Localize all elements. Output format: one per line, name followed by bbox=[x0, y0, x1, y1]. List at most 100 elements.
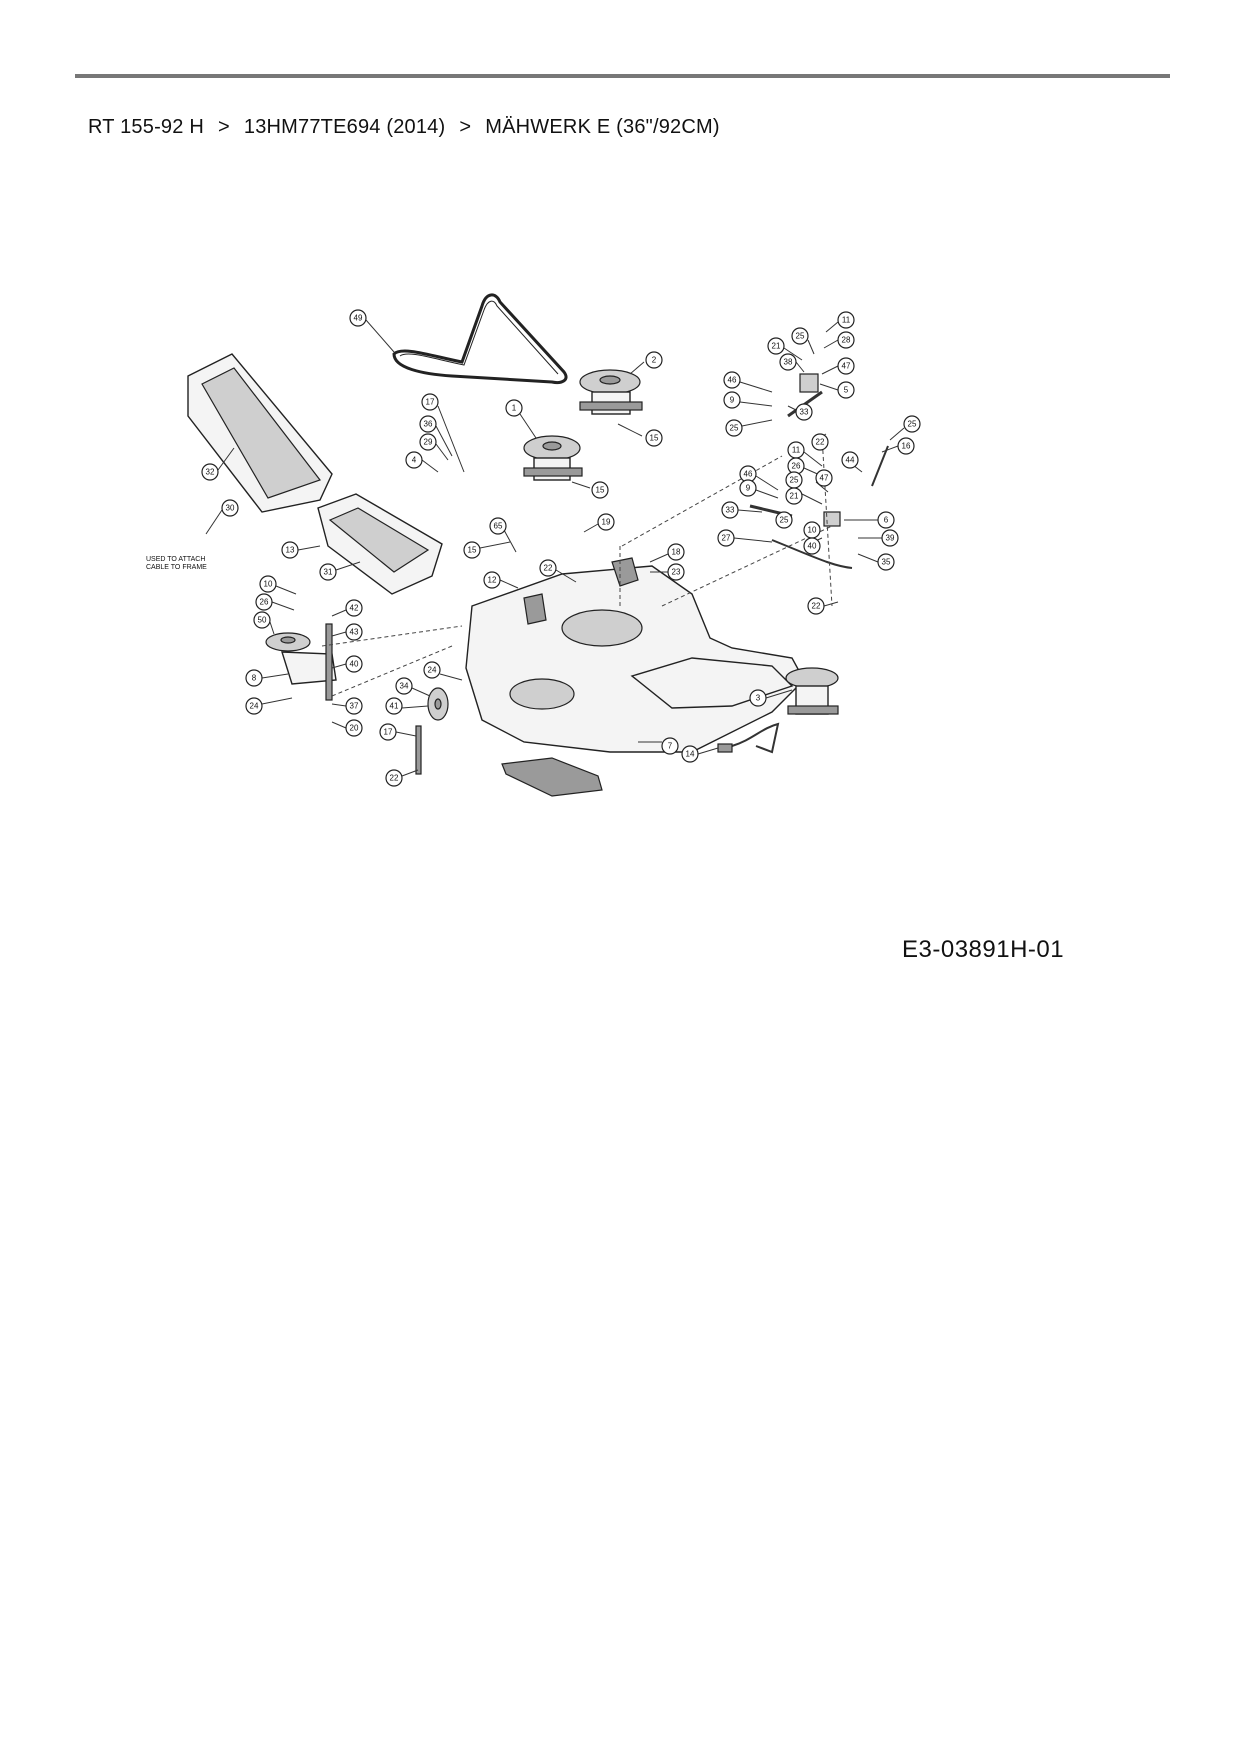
callout-65: 65 bbox=[489, 517, 517, 553]
svg-text:49: 49 bbox=[354, 314, 363, 323]
callout-11: 11 bbox=[825, 311, 855, 333]
callout-2: 2 bbox=[629, 351, 663, 375]
svg-text:25: 25 bbox=[790, 476, 799, 485]
callout-16: 16 bbox=[881, 437, 915, 455]
svg-text:32: 32 bbox=[206, 468, 215, 477]
callout-31: 31 bbox=[319, 561, 361, 581]
svg-text:7: 7 bbox=[668, 742, 673, 751]
callout-40: 40 bbox=[331, 655, 363, 673]
svg-text:25: 25 bbox=[780, 516, 789, 525]
svg-text:2: 2 bbox=[652, 356, 657, 365]
callout-44: 44 bbox=[841, 451, 863, 473]
svg-text:36: 36 bbox=[424, 420, 433, 429]
callout-32: 32 bbox=[201, 447, 235, 481]
callout-26: 26 bbox=[787, 457, 823, 477]
callout-46: 46 bbox=[739, 465, 779, 491]
svg-text:13: 13 bbox=[286, 546, 295, 555]
callout-40: 40 bbox=[803, 537, 823, 555]
svg-text:5: 5 bbox=[844, 386, 849, 395]
callout-33: 33 bbox=[721, 501, 763, 519]
note-line-2: CABLE TO FRAME bbox=[146, 564, 207, 571]
svg-text:30: 30 bbox=[226, 504, 235, 513]
callout-4: 4 bbox=[405, 451, 439, 473]
svg-text:26: 26 bbox=[792, 462, 801, 471]
svg-text:10: 10 bbox=[808, 526, 817, 535]
svg-text:46: 46 bbox=[728, 376, 737, 385]
drawing-number: E3-03891H-01 bbox=[902, 936, 1065, 963]
svg-text:15: 15 bbox=[468, 546, 477, 555]
svg-text:31: 31 bbox=[324, 568, 333, 577]
svg-text:15: 15 bbox=[650, 434, 659, 443]
svg-text:41: 41 bbox=[390, 702, 399, 711]
callout-30: 30 bbox=[205, 499, 239, 535]
svg-text:20: 20 bbox=[350, 724, 359, 733]
svg-text:47: 47 bbox=[820, 474, 829, 483]
exploded-parts-diagram: USED TO ATTACH CABLE TO FRAME bbox=[132, 276, 1112, 968]
callout-10: 10 bbox=[259, 575, 297, 595]
svg-text:21: 21 bbox=[772, 342, 781, 351]
callout-21: 21 bbox=[767, 337, 803, 361]
callout-8: 8 bbox=[245, 669, 289, 687]
svg-text:22: 22 bbox=[390, 774, 399, 783]
callout-22: 22 bbox=[811, 433, 829, 451]
diagram-svg: USED TO ATTACH CABLE TO FRAME bbox=[146, 293, 921, 797]
callout-26: 26 bbox=[255, 593, 295, 611]
callout-22: 22 bbox=[807, 597, 839, 615]
callout-5: 5 bbox=[819, 381, 855, 399]
callout-22: 22 bbox=[539, 559, 577, 583]
breadcrumb-section: MÄHWERK E (36"/92CM) bbox=[485, 116, 720, 138]
callout-50: 50 bbox=[253, 611, 275, 635]
callout-1: 1 bbox=[505, 399, 537, 439]
breadcrumb: RT 155-92 H > 13HM77TE694 (2014) > MÄHWE… bbox=[88, 116, 720, 139]
breadcrumb-article[interactable]: 13HM77TE694 (2014) bbox=[243, 116, 446, 138]
gauge-wheel bbox=[415, 687, 449, 775]
svg-text:17: 17 bbox=[384, 728, 393, 737]
callout-25: 25 bbox=[725, 419, 773, 437]
spindle-assembly-top bbox=[579, 369, 643, 415]
svg-text:4: 4 bbox=[412, 456, 417, 465]
callout-15: 15 bbox=[463, 541, 511, 559]
svg-text:33: 33 bbox=[800, 408, 809, 417]
svg-text:14: 14 bbox=[686, 750, 695, 759]
svg-text:35: 35 bbox=[882, 558, 891, 567]
svg-text:29: 29 bbox=[424, 438, 433, 447]
callout-39: 39 bbox=[858, 529, 899, 547]
callout-14: 14 bbox=[681, 745, 719, 763]
note-line-1: USED TO ATTACH bbox=[146, 556, 205, 563]
callout-9: 9 bbox=[739, 479, 779, 499]
callout-3: 3 bbox=[749, 689, 793, 707]
svg-text:47: 47 bbox=[842, 362, 851, 371]
breadcrumb-model[interactable]: RT 155-92 H bbox=[88, 116, 204, 138]
alignment-line bbox=[321, 625, 463, 647]
alignment-line bbox=[621, 455, 783, 547]
callout-17: 17 bbox=[379, 723, 417, 741]
callout-41: 41 bbox=[385, 697, 429, 715]
alignment-line bbox=[821, 435, 833, 607]
svg-text:1: 1 bbox=[512, 404, 517, 413]
callout-11: 11 bbox=[787, 441, 823, 467]
callout-43: 43 bbox=[331, 623, 363, 641]
svg-text:9: 9 bbox=[730, 396, 735, 405]
callout-47: 47 bbox=[821, 357, 855, 375]
svg-text:24: 24 bbox=[250, 702, 259, 711]
svg-text:23: 23 bbox=[672, 568, 681, 577]
spindle-assembly-right bbox=[785, 667, 839, 715]
svg-text:11: 11 bbox=[842, 316, 851, 325]
callout-21: 21 bbox=[785, 487, 823, 505]
svg-text:16: 16 bbox=[902, 442, 911, 451]
svg-text:22: 22 bbox=[544, 564, 553, 573]
svg-text:10: 10 bbox=[264, 580, 273, 589]
svg-text:11: 11 bbox=[792, 446, 801, 455]
drive-belt bbox=[392, 293, 568, 384]
cable-line bbox=[731, 722, 780, 754]
callout-34: 34 bbox=[395, 677, 431, 697]
svg-text:34: 34 bbox=[400, 682, 409, 691]
callout-15: 15 bbox=[571, 481, 609, 499]
svg-text:27: 27 bbox=[722, 534, 731, 543]
callout-19: 19 bbox=[583, 513, 615, 533]
callout-13: 13 bbox=[281, 541, 321, 559]
top-rule bbox=[75, 74, 1170, 78]
svg-text:38: 38 bbox=[784, 358, 793, 367]
discharge-chute-lower bbox=[317, 493, 443, 595]
svg-text:22: 22 bbox=[816, 438, 825, 447]
